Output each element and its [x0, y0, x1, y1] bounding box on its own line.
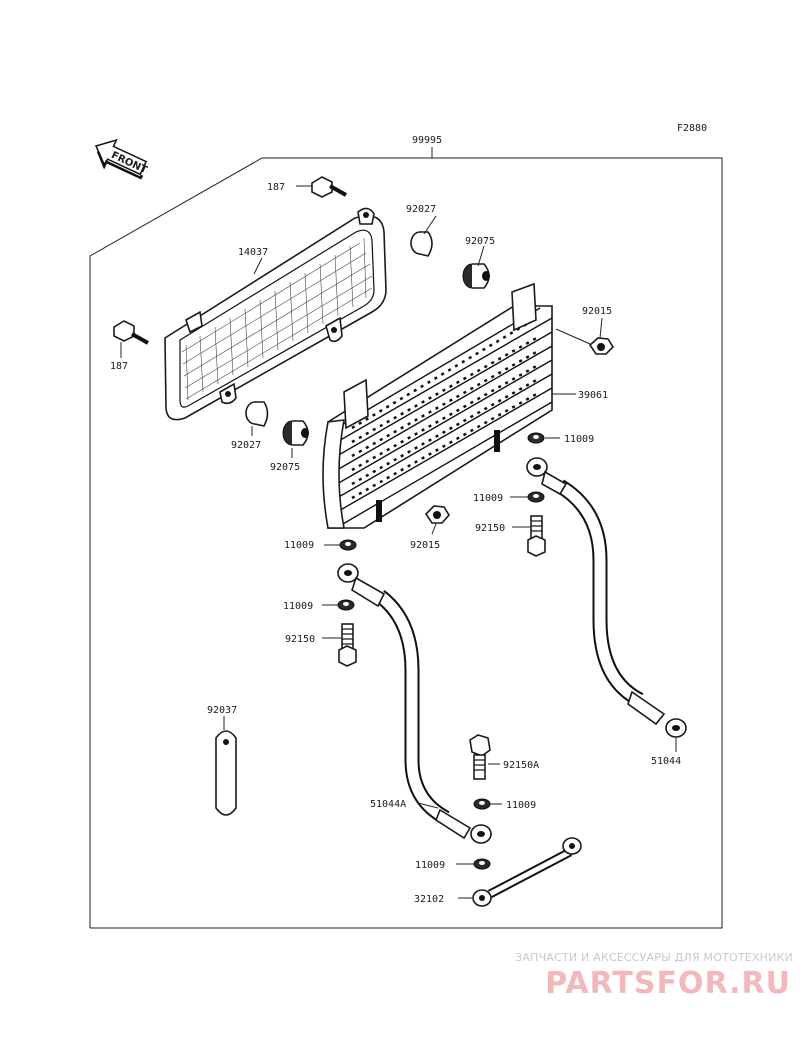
- callout-39061: 39061: [578, 390, 608, 401]
- callout-11009-right1: 11009: [564, 434, 594, 445]
- callout-92027-mid: 92027: [231, 440, 261, 451]
- bolt-187-left: [113, 320, 149, 345]
- callout-11009-left2: 11009: [283, 601, 313, 612]
- callout-51044: 51044: [651, 756, 681, 767]
- grommet-92075-top: [462, 263, 490, 289]
- banjo-bolt-92150A: [469, 734, 491, 780]
- nut-92015-mid: [424, 505, 450, 524]
- callout-92150A: 92150A: [503, 760, 539, 771]
- washer-11009-low1: [473, 798, 491, 810]
- leader-lines: [120, 185, 677, 899]
- washer-11009-left1: [339, 539, 357, 551]
- callout-51044A: 51044A: [370, 799, 406, 810]
- watermark-logo: PARTSFOR.RU: [545, 966, 791, 999]
- bolt-187-top: [311, 176, 347, 198]
- callout-92150-left: 92150: [285, 634, 315, 645]
- callout-92027-top: 92027: [406, 204, 436, 215]
- washer-11009-low2: [473, 858, 491, 870]
- front-arrow-icon: FRONT: [94, 138, 149, 180]
- grommet-92075-mid: [282, 420, 309, 446]
- callout-187-left: 187: [110, 361, 128, 372]
- nut-92015-top: [588, 337, 615, 355]
- washer-11009-right2: [527, 491, 545, 503]
- watermark-logo-text: PARTSFOR.RU: [545, 966, 791, 999]
- diagram-code: F2880: [677, 123, 707, 134]
- washer-11009-left2: [337, 599, 355, 611]
- callout-92037: 92037: [207, 705, 237, 716]
- callout-92015-mid: 92015: [410, 540, 440, 551]
- banjo-bolt-92150-right: [527, 515, 546, 557]
- callout-92075-top: 92075: [465, 236, 495, 247]
- clamp-92037: [215, 730, 237, 816]
- callout-11009-low2: 11009: [415, 860, 445, 871]
- callout-187-top: 187: [267, 182, 285, 193]
- callout-92150-right: 92150: [475, 523, 505, 534]
- callout-11009-right2: 11009: [473, 493, 503, 504]
- radiator-guard: [164, 207, 387, 421]
- collar-92027-top: [410, 231, 433, 257]
- assembly-number: 99995: [412, 135, 442, 146]
- banjo-bolt-92150-left: [338, 623, 357, 667]
- callout-92015-top: 92015: [582, 306, 612, 317]
- collar-92027-mid: [245, 401, 269, 427]
- callout-32102: 32102: [414, 894, 444, 905]
- callout-11009-low1: 11009: [506, 800, 536, 811]
- washer-11009-right1: [527, 432, 545, 444]
- oil-hose-51044A: [337, 563, 492, 844]
- callout-92075-mid: 92075: [270, 462, 300, 473]
- oil-hose-51044: [526, 457, 687, 738]
- watermark-tagline: ЗАПЧАСТИ И АКСЕССУАРЫ ДЛЯ МОТОТЕХНИКИ: [515, 951, 793, 964]
- callout-11009-left1: 11009: [284, 540, 314, 551]
- oil-cooler: [322, 282, 553, 529]
- callout-14037: 14037: [238, 247, 268, 258]
- assembly-frame: [89, 147, 723, 929]
- oil-pipe-32102: [472, 837, 582, 907]
